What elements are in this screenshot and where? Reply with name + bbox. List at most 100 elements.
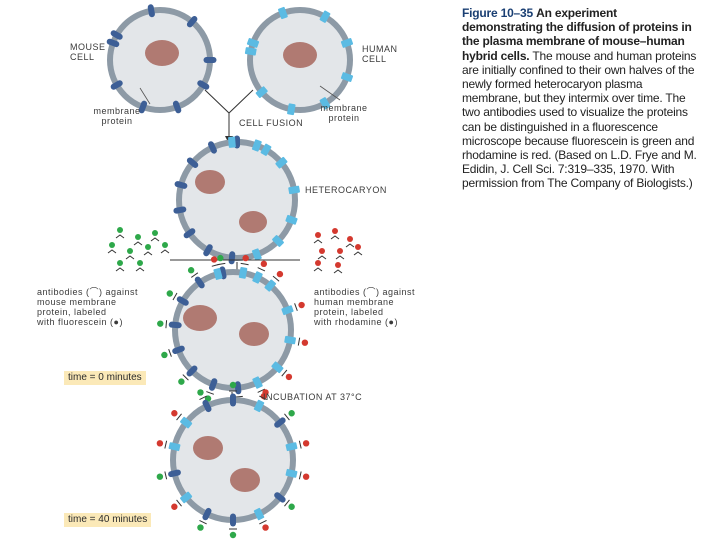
antibody [272,275,280,282]
mouse-protein [197,80,210,90]
human-protein [260,143,272,156]
mouse-protein [173,206,187,214]
antibody [284,499,290,507]
time-40-label: time = 40 minutes [64,513,152,527]
human-protein [213,267,223,280]
cell-membrane [170,397,296,523]
fluorescein-label [187,267,195,274]
antibodies-human-label: antibodies (⌒) against human membrane pr… [314,287,416,327]
mouse-protein [172,345,185,355]
mouse-protein [176,296,189,306]
nucleus [145,40,179,66]
antibody [281,369,288,377]
mouse-protein [183,228,196,239]
mouse-protein [186,157,199,168]
free-antibody [125,255,135,260]
free-antibody [335,255,345,260]
human-protein [246,38,260,48]
antibody [284,413,290,421]
antibody [298,471,302,480]
nucleus [183,305,217,331]
human-protein [253,399,265,413]
antibody [172,292,178,301]
nucleus [230,468,260,492]
mouse-protein [186,365,198,377]
fusion-arrow [204,89,254,140]
fluorescein-label [161,351,168,359]
fluorescein-label [156,473,164,480]
human-protein [340,72,354,82]
antibody [297,337,301,346]
fluorescein-label [288,503,295,510]
antibody [164,471,168,480]
antibody [257,267,266,272]
nucleus [193,436,223,460]
antibodies-mouse-label: antibodies (⌒) against mouse membrane pr… [37,287,139,327]
rhodamine-label [302,440,310,447]
free-fluorescein [127,248,133,254]
fluorescein-label [229,381,237,389]
free-rhodamine [315,232,321,238]
cell-time-0 [157,254,309,406]
free-rhodamine [319,248,325,254]
human-protein [288,185,300,195]
free-fluorescein [117,260,123,266]
fluorescein-label [197,524,204,531]
human-protein [281,305,294,316]
human-protein [340,38,354,48]
antibody [294,303,298,312]
free-fluorescein [152,230,158,236]
free-antibody [107,249,117,254]
free-antibody [313,267,323,272]
mouse-protein [106,38,120,48]
antibody [199,395,207,401]
free-antibody [143,251,153,256]
mouse-protein [202,507,212,521]
free-fluorescein [145,244,151,250]
caption-figure-number: Figure 10–35 [462,6,533,20]
human-protein [319,97,331,110]
free-fluorescein [162,242,168,248]
mouse-protein [172,100,182,114]
rhodamine-label [171,410,178,417]
mouse-protein [228,251,236,265]
fluorescein-label [197,389,204,396]
free-fluorescein [137,260,143,266]
heterocaryon-cell [173,135,300,265]
antibody [199,519,207,525]
human-protein [168,442,181,452]
human-protein [285,214,298,225]
antibody [168,348,172,357]
antibody [176,413,182,421]
cell-fusion-label: CELL FUSION [239,118,304,128]
human-protein [275,156,288,169]
free-antibody [160,249,170,254]
fluorescein-label [157,320,164,327]
free-antibody [135,267,145,272]
antibody [240,262,249,266]
mouse-protein [230,393,236,407]
rhodamine-label [171,503,178,510]
mouse-protein [110,30,123,40]
free-antibody [353,251,363,256]
nucleus [239,322,269,346]
human-protein [271,361,284,374]
pointer-line [319,85,341,101]
caption-body: The mouse and human proteins are initial… [462,48,697,191]
human-protein [264,279,277,292]
free-antibody [115,234,125,239]
rhodamine-label [262,524,269,531]
antibody [257,388,266,393]
mouse-protein [274,492,286,503]
antibody [191,272,199,278]
rhodamine-label [298,301,305,309]
nucleus [283,42,317,68]
fluorescein-label [166,290,173,297]
membrane-protein-label-right: membrane protein [320,103,368,123]
antibody [206,391,215,395]
rhodamine-label [285,373,293,381]
human-protein [278,6,288,20]
free-antibody [115,267,125,272]
rhodamine-label [301,339,309,346]
mouse-protein [168,321,182,329]
